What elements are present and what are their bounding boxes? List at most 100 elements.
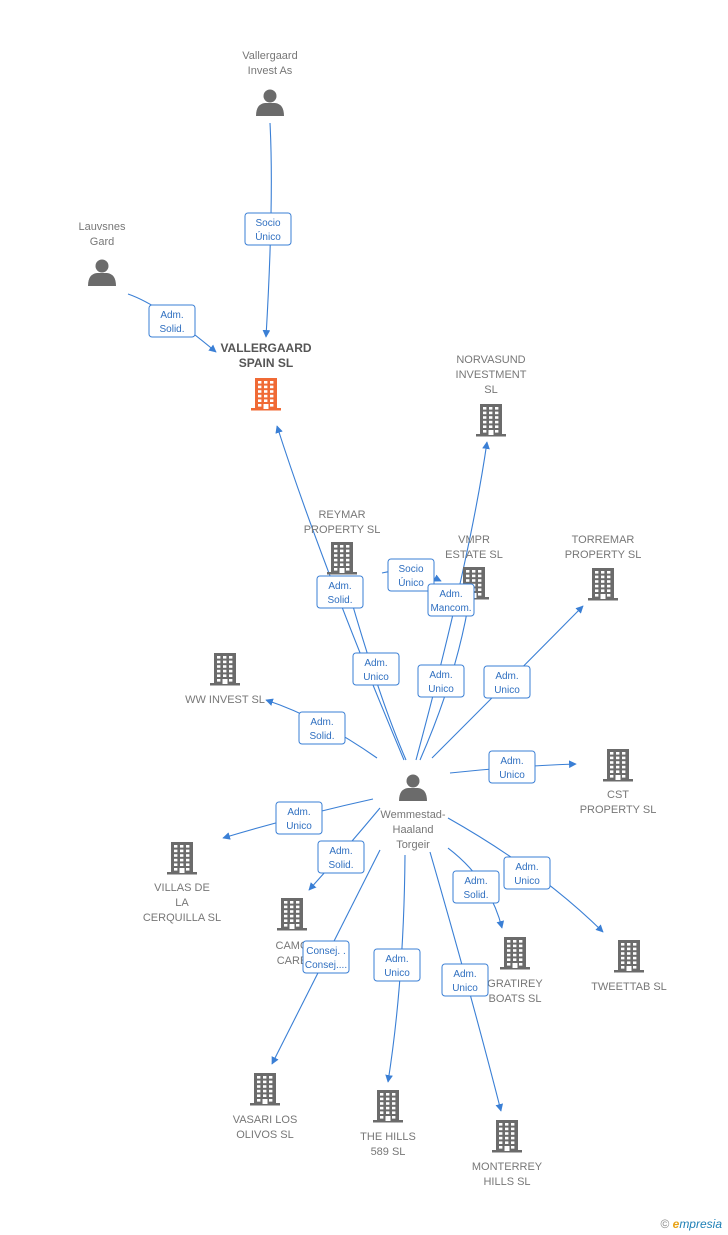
relation-label-wemmestad-torremar[interactable]: Adm. Unico [483,665,531,699]
relation-label-wemmestad-villas[interactable]: Adm. Unico [275,801,323,835]
building-icon [500,937,530,970]
node-ww_invest[interactable]: WW INVEST SL [185,653,265,706]
node-norvasund[interactable]: NORVASUND INVESTMENT SL [456,354,527,437]
relation-label-wemmestad-vmpr[interactable]: Adm.Mancom. [427,583,475,617]
relation-label-wemmestad-ww_invest[interactable]: Adm.Solid. [298,711,346,745]
relation-text: Unico [452,983,478,994]
node-label: Lauvsnes [78,221,126,233]
node-label: SL [484,384,497,396]
relation-text: Adm. [287,807,310,818]
relation-text: Adm. [160,310,183,321]
copyright-symbol: © [660,1217,670,1231]
node-label: OLIVOS SL [236,1129,293,1141]
node-label: NORVASUND [456,354,525,366]
relation-text: Único [398,576,424,589]
building-icon [588,568,618,601]
relation-text: Socio [398,564,423,575]
node-label: PROPERTY SL [565,549,642,561]
relation-label-wemmestad-vallergaard[interactable]: Adm. Solid. [316,575,364,609]
building-icon [492,1120,522,1153]
relation-label-wemmestad-norvasund[interactable]: Adm. Unico [417,664,465,698]
footer-brand: © empresia [660,1217,722,1231]
node-label: CAMO [276,940,309,952]
node-the_hills[interactable]: THE HILLS 589 SL [360,1090,416,1158]
relation-text: Adm. [495,671,518,682]
relation-label-lauvsnes-vallergaard[interactable]: Adm. Solid. [148,304,196,338]
node-label: MONTERREY [472,1161,543,1173]
relation-text: Unico [494,685,520,696]
relation-label-wemmestad-tweettab[interactable]: Adm. Unico [503,856,551,890]
node-label: CST [607,789,629,801]
relation-text: Adm. [439,589,462,600]
relation-text: Unico [428,684,454,695]
relation-text: Adm. [453,969,476,980]
node-label: 589 SL [371,1146,406,1158]
relation-text: Unico [286,821,312,832]
building-icon [327,542,357,575]
node-label: VILLAS DE [154,882,210,894]
relation-text: Unico [514,876,540,887]
node-label: Torgeir [396,839,430,851]
node-camo[interactable]: CAMO CARE [276,898,309,967]
node-tweettab[interactable]: TWEETTAB SL [591,940,667,993]
brand-initial: e [672,1217,680,1231]
node-label: WW INVEST SL [185,694,265,706]
relation-text: Adm. [310,717,333,728]
node-label: CARE [277,955,308,967]
node-label: VMPR [458,534,490,546]
node-torremar[interactable]: TORREMAR PROPERTY SL [565,534,642,601]
node-label: Haaland [393,824,434,836]
relation-text: Adm. [515,862,538,873]
node-label: TORREMAR [572,534,635,546]
node-label: INVESTMENT [456,369,527,381]
node-label: SPAIN SL [239,356,293,370]
building-icon [277,898,307,931]
relation-label-wemmestad-vasari[interactable]: Consej. . Consej.... [302,940,350,974]
relation-text: Adm. [500,756,523,767]
person-icon [399,774,427,801]
relation-text: Unico [384,968,410,979]
node-label: VALLERGAARD [220,341,311,355]
relation-text: Solid. [463,890,488,901]
relation-label-wemmestad-monterrey[interactable]: Adm. Unico [441,963,489,997]
building-icon [373,1090,403,1123]
relation-text: Adm. [429,670,452,681]
relation-label-wemmestad-reymar[interactable]: Adm.Unico [352,652,400,686]
node-label: GRATIREY [487,978,543,990]
relation-label-wemmestad-the_hills[interactable]: Adm.Unico [373,948,421,982]
relation-text: Socio [255,218,280,229]
edge-wemmestad-to-norvasund [415,441,490,761]
relation-text: Consej.... [305,960,347,971]
building-icon [476,404,506,437]
relation-label-wemmestad-camo[interactable]: Adm.Solid. [317,840,365,874]
node-vasari[interactable]: VASARI LOS OLIVOS SL [233,1073,298,1141]
building-icon [614,940,644,973]
node-label: VASARI LOS [233,1114,298,1126]
relation-label-wemmestad-gratirey[interactable]: Adm.Solid. [452,870,500,904]
node-label: TWEETTAB SL [591,981,667,993]
building-icon [250,1073,280,1106]
node-label: THE HILLS [360,1131,416,1143]
node-label: Wemmestad- [380,809,446,821]
node-label: Invest As [248,65,293,77]
relation-text: Solid. [327,595,352,606]
relation-text: Solid. [159,324,184,335]
edge-wemmestad-to-reymar [348,595,407,761]
relation-text: Adm. [328,581,351,592]
relation-label-wemmestad-cst[interactable]: Adm.Unico [488,750,536,784]
building-icon [167,842,197,875]
relation-text: Consej. . [306,946,345,957]
relation-text: Unico [363,672,389,683]
